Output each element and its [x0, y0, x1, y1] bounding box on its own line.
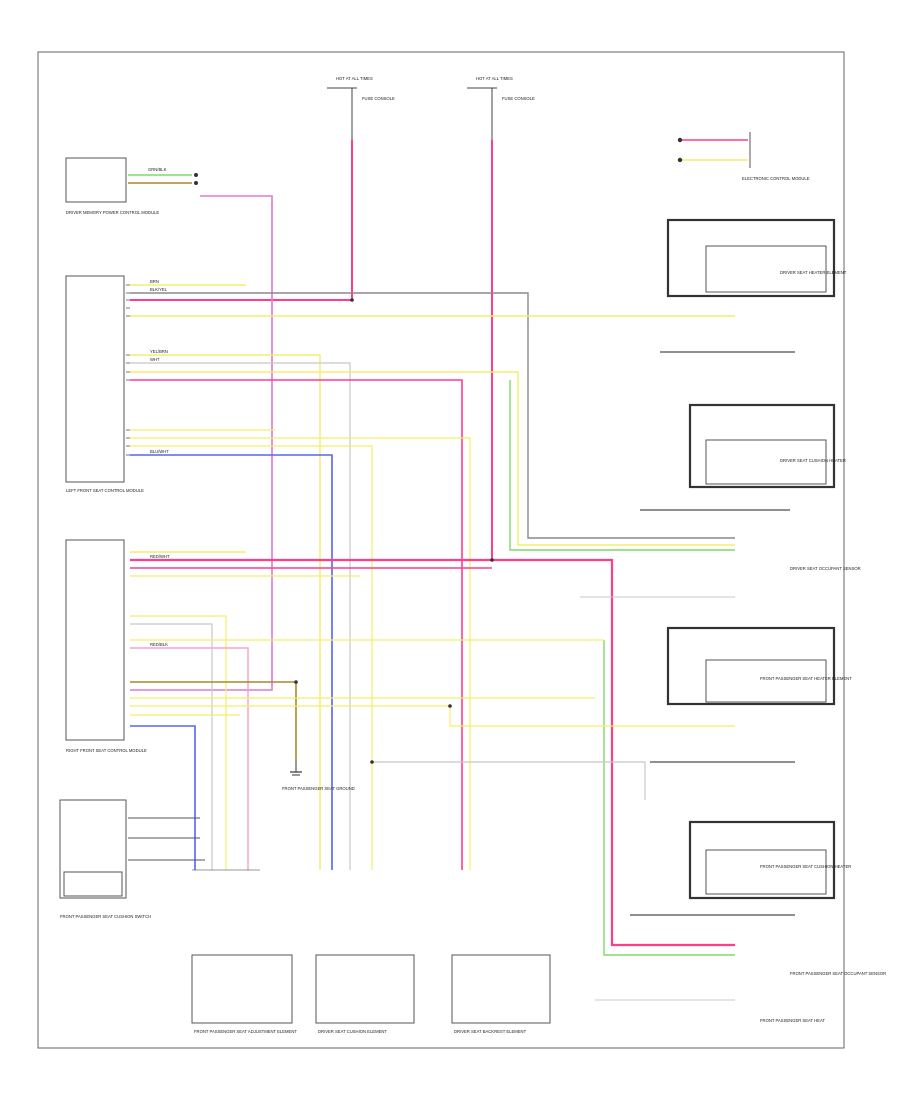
- bottom-element-left-label: FRONT PASSENGER SEAT ADJUSTMENT ELEMENT: [194, 1029, 297, 1034]
- wire-olive: [130, 681, 297, 760]
- wire-yellow-8: [130, 615, 227, 870]
- wire-gray-2: [130, 362, 351, 870]
- wire-label-blk-yel: BLK/YEL: [150, 287, 168, 292]
- electronic-control-module: ELECTRONIC CONTROL MODULE: [677, 132, 810, 181]
- front-passenger-seat-heater-group: FRONT PASSENGER SEAT HEATER ELEMENT: [666, 626, 852, 706]
- bottom-element-right: DRIVER SEAT BACKREST ELEMENT: [451, 954, 551, 1034]
- power-source-2-fuse: FUSE CONSOLE: [502, 96, 535, 101]
- wire-pink-1: [130, 140, 353, 301]
- wire-magenta-top: [130, 195, 273, 691]
- wire-yellow-2: [130, 354, 321, 870]
- bottom-element-left: FRONT PASSENGER SEAT ADJUSTMENT ELEMENT: [191, 869, 297, 1034]
- wire-blue-2: [130, 725, 196, 870]
- module-driver-memory-label: DRIVER MEMORY POWER CONTROL MODULE: [66, 210, 159, 215]
- right-bottom-element-label: FRONT PASSENGER SEAT HEAT: [760, 1018, 825, 1023]
- power-source-2: HOT AT ALL TIMES FUSE CONSOLE: [467, 76, 535, 140]
- wire-gray-top: [130, 292, 735, 539]
- power-source-1-fuse: FUSE CONSOLE: [362, 96, 395, 101]
- wire-label-brn: BRN: [150, 279, 159, 284]
- wire-label-yel-brn: YEL/BRN: [150, 349, 168, 354]
- bottom-element-mid-label: DRIVER SEAT CUSHION ELEMENT: [318, 1029, 387, 1034]
- module-left-front-seat-label: LEFT FRONT SEAT CONTROL MODULE: [66, 488, 144, 493]
- wire-gray-4: [372, 761, 646, 800]
- wire-yellow-6: [130, 445, 373, 870]
- module-left-front-seat: LEFT FRONT SEAT CONTROL MODULE BRN BLK/Y…: [65, 275, 246, 493]
- wire-green-2: [603, 640, 735, 956]
- power-source-1: HOT AT ALL TIMES FUSE CONSOLE: [327, 76, 395, 140]
- wire-label-blu-wht: BLU/WHT: [150, 449, 169, 454]
- wire-blue-1: [130, 454, 333, 870]
- wire-label-gn-bk: GRN/BLK: [148, 167, 167, 172]
- wire-yellow-3: [130, 371, 735, 546]
- wire-label-red-blk: RED/BLK: [150, 642, 168, 647]
- driver-seat-heater-group: DRIVER SEAT HEATER ELEMENT: [666, 218, 847, 298]
- wires: [128, 139, 795, 1001]
- driver-seat-occupant-sensor: DRIVER SEAT OCCUPANT SENSOR: [790, 566, 861, 571]
- front-passenger-cushion-label: FRONT PASSENGER SEAT CUSHION HEATER: [760, 864, 851, 869]
- cushion-switch-label: FRONT PASSENGER SEAT CUSHION SWITCH: [60, 914, 151, 919]
- power-source-2-label: HOT AT ALL TIMES: [476, 76, 513, 81]
- wire-pink-3: [130, 379, 463, 870]
- driver-seat-cushion-label: DRIVER SEAT CUSHION HEATER: [780, 458, 846, 463]
- wire-label-wht: WHT: [150, 357, 160, 362]
- electronic-control-module-label: ELECTRONIC CONTROL MODULE: [742, 176, 810, 181]
- right-bottom-element: FRONT PASSENGER SEAT HEAT: [760, 1018, 825, 1023]
- front-passenger-heater-label: FRONT PASSENGER SEAT HEATER ELEMENT: [760, 676, 852, 681]
- module-right-front-seat-label: RIGHT FRONT SEAT CONTROL MODULE: [66, 748, 147, 753]
- wire-yellow-5: [130, 437, 471, 870]
- bottom-element-mid: DRIVER SEAT CUSHION ELEMENT: [315, 954, 415, 1034]
- front-passenger-seat-cushion-group: FRONT PASSENGER SEAT CUSHION HEATER: [688, 820, 851, 900]
- center-ground: FRONT PASSENGER SEAT GROUND: [282, 760, 355, 791]
- diagram-border: [37, 51, 845, 1049]
- passenger-occupant-sensor-label: FRONT PASSENGER SEAT OCCUPANT SENSOR: [790, 971, 886, 976]
- splice-points: [294, 298, 494, 764]
- driver-occupant-sensor-label: DRIVER SEAT OCCUPANT SENSOR: [790, 566, 861, 571]
- front-passenger-seat-cushion-switch: FRONT PASSENGER SEAT CUSHION SWITCH: [59, 799, 151, 919]
- power-source-1-label: HOT AT ALL TIMES: [336, 76, 373, 81]
- center-ground-label: FRONT PASSENGER SEAT GROUND: [282, 786, 355, 791]
- wire-label-red-wht: RED/WHT: [150, 554, 170, 559]
- wire-yellow-11: [130, 705, 735, 727]
- bottom-element-right-label: DRIVER SEAT BACKREST ELEMENT: [454, 1029, 527, 1034]
- wire-green: [509, 380, 735, 551]
- module-driver-memory: DRIVER MEMORY POWER CONTROL MODULE GRN/B…: [65, 157, 198, 215]
- wire-pink-harness: [130, 558, 735, 947]
- module-right-front-seat: RIGHT FRONT SEAT CONTROL MODULE RED/WHT …: [65, 539, 246, 753]
- wire-pink-4: [130, 647, 249, 870]
- wire-gray-3: [130, 623, 213, 870]
- front-passenger-occupant-sensor: FRONT PASSENGER SEAT OCCUPANT SENSOR: [790, 971, 886, 976]
- driver-seat-cushion-group: DRIVER SEAT CUSHION HEATER: [688, 403, 846, 489]
- driver-seat-heater-label: DRIVER SEAT HEATER ELEMENT: [780, 270, 847, 275]
